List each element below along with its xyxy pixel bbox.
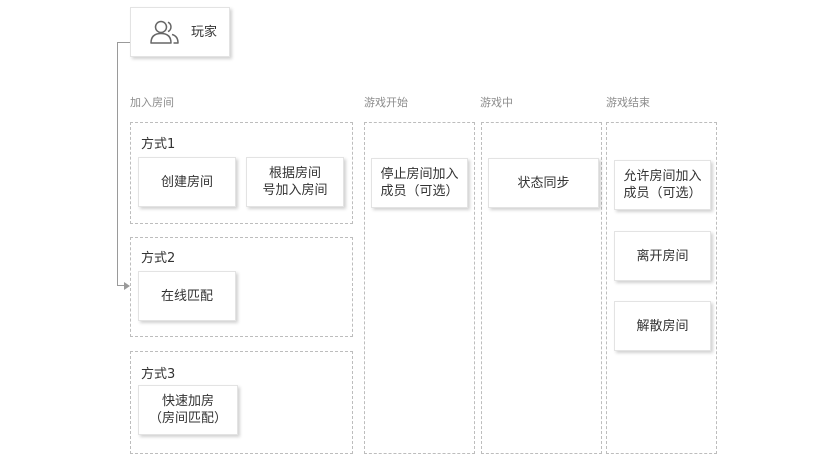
state-sync-button[interactable]: 状态同步 [488,158,599,208]
player-label: 玩家 [191,24,218,40]
game-start-group [364,122,475,454]
connector-vertical [117,42,118,286]
section-label-start: 游戏开始 [364,96,408,109]
player-node[interactable]: 玩家 [130,7,230,57]
leave-room-button[interactable]: 离开房间 [614,231,711,281]
method-1-title: 方式1 [141,137,176,152]
section-label-in-game: 游戏中 [480,96,513,109]
join-by-room-number-button[interactable]: 根据房间 号加入房间 [246,157,344,207]
arrow-head-icon [124,282,130,290]
in-game-group [481,122,602,454]
users-icon [149,18,181,46]
method-2-title: 方式2 [141,251,176,266]
connector-horizontal-top [117,42,130,43]
allow-room-join-button[interactable]: 允许房间加入 成员（可选） [614,160,711,210]
method-2-group [130,237,353,337]
section-label-join: 加入房间 [130,96,174,109]
connector-horizontal-bottom [117,285,124,286]
stop-room-join-button[interactable]: 停止房间加入 成员（可选） [371,158,468,208]
game-end-group [606,122,717,454]
method-3-title: 方式3 [141,367,176,382]
dismiss-room-button[interactable]: 解散房间 [614,301,711,351]
method-3-group [130,351,353,454]
quick-join-button[interactable]: 快速加房 （房间匹配） [138,385,238,435]
section-label-end: 游戏结束 [606,96,650,109]
online-match-button[interactable]: 在线匹配 [138,271,236,321]
method-1-group [130,122,353,224]
create-room-button[interactable]: 创建房间 [138,157,236,207]
